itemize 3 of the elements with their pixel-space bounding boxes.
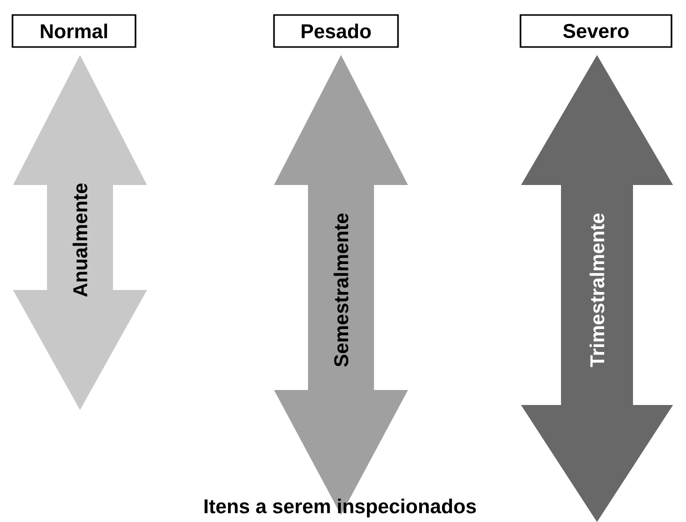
header-box: Severo [520, 14, 672, 48]
header-box: Pesado [273, 14, 399, 48]
header-box: Normal [12, 14, 136, 48]
